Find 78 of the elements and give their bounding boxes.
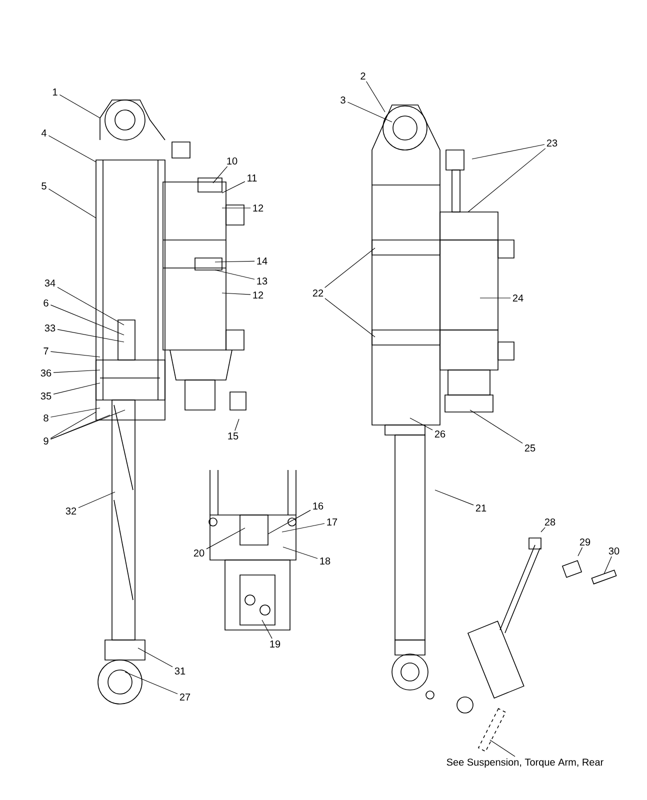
callout-number: 4 (41, 130, 46, 136)
callout-number: 31 (174, 667, 186, 675)
callout-number: 36 (40, 369, 52, 377)
callout-number: 21 (476, 504, 486, 512)
leader-line (434, 490, 474, 506)
callout-number: 20 (194, 549, 204, 557)
leader-line (268, 510, 311, 534)
leader-line (124, 672, 178, 694)
callout-number: 30 (608, 547, 620, 555)
leader-line (578, 547, 583, 556)
callout-number: 12 (253, 204, 264, 212)
leader-line (50, 408, 100, 418)
callout-number: 3 (340, 96, 346, 104)
leader-line (50, 412, 96, 439)
callout-number: 10 (227, 157, 238, 165)
callout-number: 33 (44, 324, 56, 332)
leader-line (50, 304, 124, 336)
callout-number: 28 (544, 518, 556, 526)
leader-line (347, 102, 392, 122)
leader-line (206, 528, 246, 550)
leader-line (234, 418, 240, 431)
leader-line (57, 286, 124, 326)
leader-line (214, 260, 255, 262)
leader-line (410, 418, 433, 430)
leader-line (282, 523, 325, 532)
callout-number: 25 (524, 444, 536, 452)
leader-line (468, 148, 546, 212)
leader-line (214, 270, 255, 280)
callout-number: 8 (44, 414, 48, 422)
callout-number: 17 (327, 518, 338, 526)
leader-line (540, 527, 546, 532)
leader-line (490, 740, 516, 757)
callout-number: 24 (512, 294, 524, 302)
leader-line (53, 382, 100, 394)
leader-line (604, 556, 612, 574)
callout-number: 29 (580, 538, 590, 546)
callout-number: 32 (66, 507, 76, 515)
leader-line (222, 181, 246, 194)
callout-number: 2 (360, 72, 366, 80)
leader-line (282, 546, 318, 559)
leader-line (50, 414, 110, 440)
callout-number: 18 (320, 557, 330, 565)
callout-number: 23 (546, 139, 558, 147)
callout-number: 9 (44, 437, 48, 445)
note-text: See Suspension, Torque Arm, Rear (446, 758, 604, 768)
callout-number: 16 (313, 502, 324, 510)
callout-number: 5 (42, 182, 46, 190)
callout-number: 13 (257, 277, 268, 285)
callout-number: 26 (434, 430, 446, 438)
callout-number: 11 (248, 174, 257, 182)
callout-number: 34 (44, 279, 56, 287)
leader-line (472, 144, 545, 160)
callout-number: 19 (270, 640, 280, 648)
callout-number: 1 (53, 88, 58, 96)
callout-number: 27 (180, 694, 190, 700)
leader-line (222, 292, 251, 295)
leader-line (262, 620, 272, 639)
leader-line (48, 135, 96, 162)
leader-line (59, 94, 100, 118)
leader-line (138, 648, 173, 668)
leader-line (50, 410, 126, 440)
leader-line (212, 166, 228, 184)
callout-number: 35 (40, 392, 52, 400)
leader-line (78, 492, 116, 508)
leader-line (57, 329, 124, 342)
callout-number: 15 (228, 432, 238, 440)
leader-line (324, 298, 376, 338)
leader-line (50, 351, 100, 358)
callout-number: 22 (312, 290, 324, 296)
callout-number: 14 (257, 258, 268, 264)
leader-line (470, 410, 523, 444)
leader-line (366, 81, 386, 112)
leader-line (324, 248, 376, 288)
callout-number: 12 (253, 292, 264, 298)
leader-line (48, 188, 96, 218)
callout-number: 6 (44, 299, 48, 307)
leader-line (53, 370, 100, 373)
callout-number: 7 (44, 348, 48, 354)
